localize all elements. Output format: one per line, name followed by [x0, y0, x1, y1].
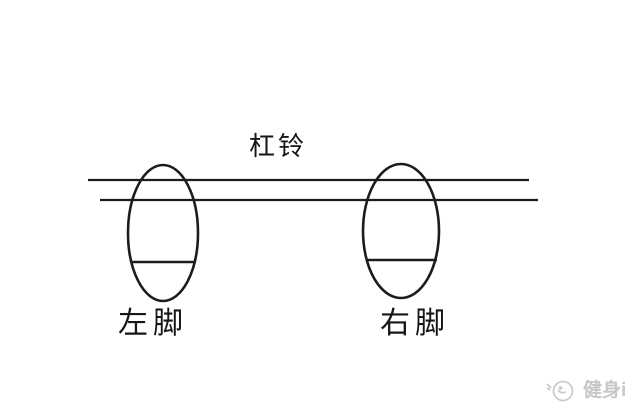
watermark-text: 健身i — [583, 380, 627, 401]
right-foot-label: 右脚 — [380, 307, 450, 340]
fitness-chick-logo-icon — [546, 380, 574, 402]
left-foot-ellipse — [126, 163, 200, 303]
left-foot-label: 左脚 — [118, 307, 188, 340]
barbell-title-label: 杠铃 — [249, 132, 308, 161]
right-foot-ellipse — [361, 162, 441, 300]
watermark: 健身i — [545, 378, 626, 404]
